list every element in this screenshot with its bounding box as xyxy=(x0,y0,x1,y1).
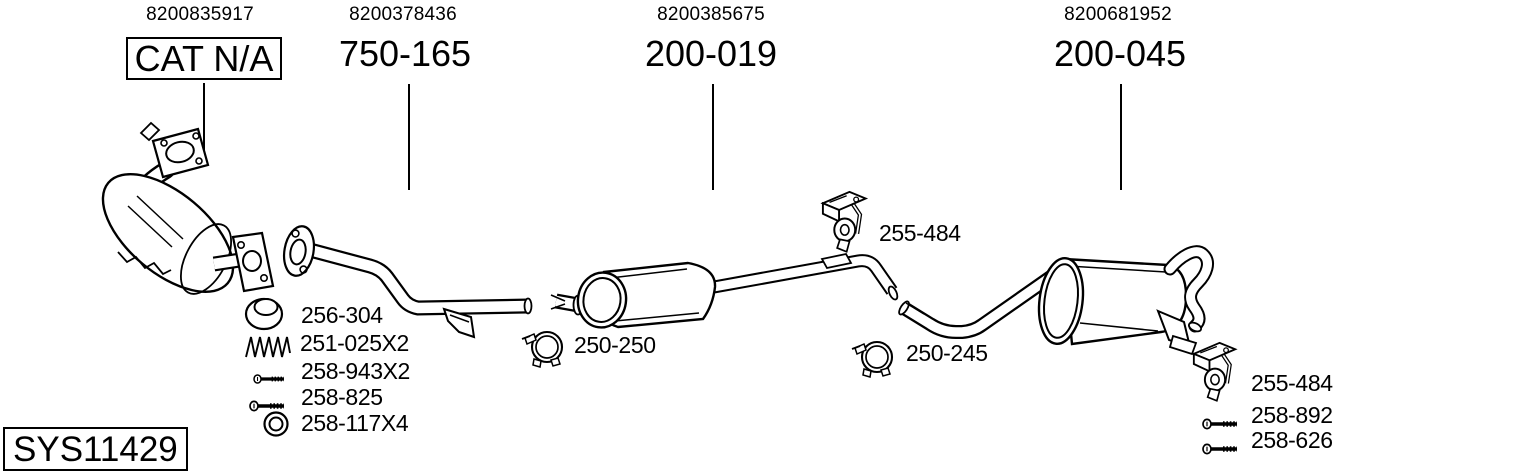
washer-icon xyxy=(263,411,289,437)
leader-lines xyxy=(203,83,1122,190)
hardware-label-flange-bolt: 258-943X2 xyxy=(301,358,410,384)
hanger-icon xyxy=(823,192,866,252)
center-muffler-drawing xyxy=(550,252,899,329)
rear-hanger-label: 255-484 xyxy=(1251,370,1333,396)
rear-muffler-label: 200-045 xyxy=(1053,33,1187,74)
cat-label-box: CAT N/A xyxy=(126,37,282,80)
rear-muffler-drawing xyxy=(898,245,1214,356)
spring-icon xyxy=(245,336,291,358)
bolt-icon xyxy=(1203,419,1237,428)
hardware-label-gasket: 256-304 xyxy=(301,302,383,328)
rear-bolt-label-2: 258-626 xyxy=(1251,427,1333,453)
gasket-ring-icon xyxy=(244,297,284,331)
center-muffler-label: 200-019 xyxy=(644,33,778,74)
rear-bolt-label-1: 258-892 xyxy=(1251,402,1333,428)
hanger-icon xyxy=(1194,343,1235,401)
part-number-front-pipe: 8200378436 xyxy=(349,4,457,25)
flange-bolt-icon xyxy=(254,375,284,383)
front-pipe-drawing xyxy=(282,225,533,339)
hardware-label-washer: 258-117X4 xyxy=(301,410,409,436)
rear-clamp-label: 250-245 xyxy=(906,340,988,366)
bolt-icon xyxy=(250,401,284,410)
part-number-rear-muffler: 8200681952 xyxy=(1064,4,1172,25)
center-hanger-label: 255-484 xyxy=(879,220,961,246)
system-id: SYS11429 xyxy=(13,429,178,469)
part-number-cat: 8200835917 xyxy=(146,4,254,25)
clamp-icon xyxy=(520,330,564,369)
part-number-center-muffler: 8200385675 xyxy=(657,4,765,25)
bolt-icon xyxy=(1203,444,1237,453)
catalytic-converter-drawing xyxy=(101,121,275,295)
hardware-label-bolt: 258-825 xyxy=(301,384,383,410)
system-id-box: SYS11429 xyxy=(3,427,188,471)
hardware-label-spring: 251-025X2 xyxy=(300,330,409,356)
front-pipe-label: 750-165 xyxy=(338,33,472,74)
cat-label: CAT N/A xyxy=(134,37,274,79)
center-clamp-label: 250-250 xyxy=(574,332,656,358)
clamp-icon xyxy=(850,340,894,379)
